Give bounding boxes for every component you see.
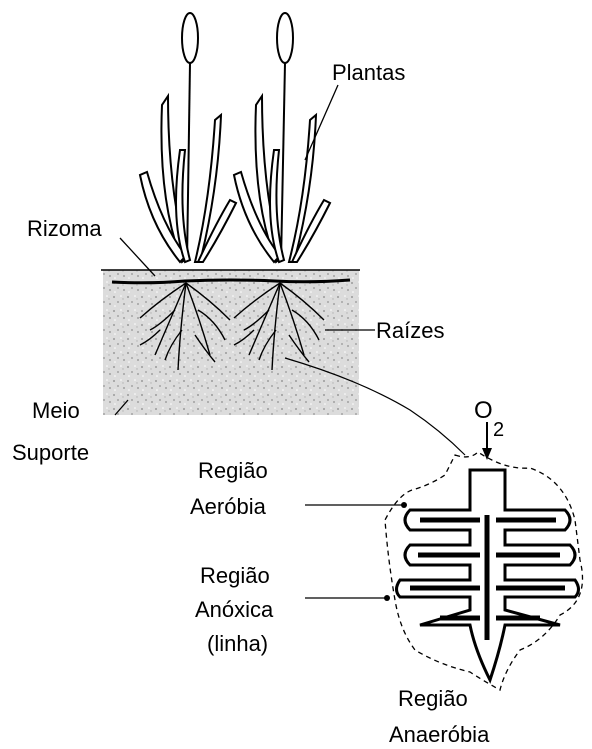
root-cross-section <box>397 470 579 680</box>
anaerobic-label-line1: Região <box>398 686 468 711</box>
anoxic-leader-dot <box>384 595 390 601</box>
anaerobic-label-line2: Anaeróbia <box>389 722 490 747</box>
aerobic-label-line1: Região <box>198 458 268 483</box>
roots-label: Raízes <box>376 318 444 343</box>
plants-label: Plantas <box>332 60 405 85</box>
support-medium-label-line1: Meio <box>32 398 80 423</box>
plant-right-inflorescence <box>277 13 293 63</box>
oxygen-arrow-head <box>482 448 492 460</box>
plant-left <box>140 13 236 262</box>
support-medium-block <box>103 270 359 415</box>
oxygen-label: O <box>474 397 493 424</box>
anoxic-label-line3: (linha) <box>207 631 268 656</box>
anoxic-label-line2: Anóxica <box>195 597 274 622</box>
aerobic-label-line2: Aeróbia <box>190 494 267 519</box>
support-medium-label-line2: Suporte <box>12 440 89 465</box>
oxygen-subscript: 2 <box>493 419 504 441</box>
plant-left-inflorescence <box>182 13 198 63</box>
rhizome-label: Rizoma <box>27 216 102 241</box>
anoxic-label-line1: Região <box>200 563 270 588</box>
aerobic-leader-dot <box>401 502 407 508</box>
